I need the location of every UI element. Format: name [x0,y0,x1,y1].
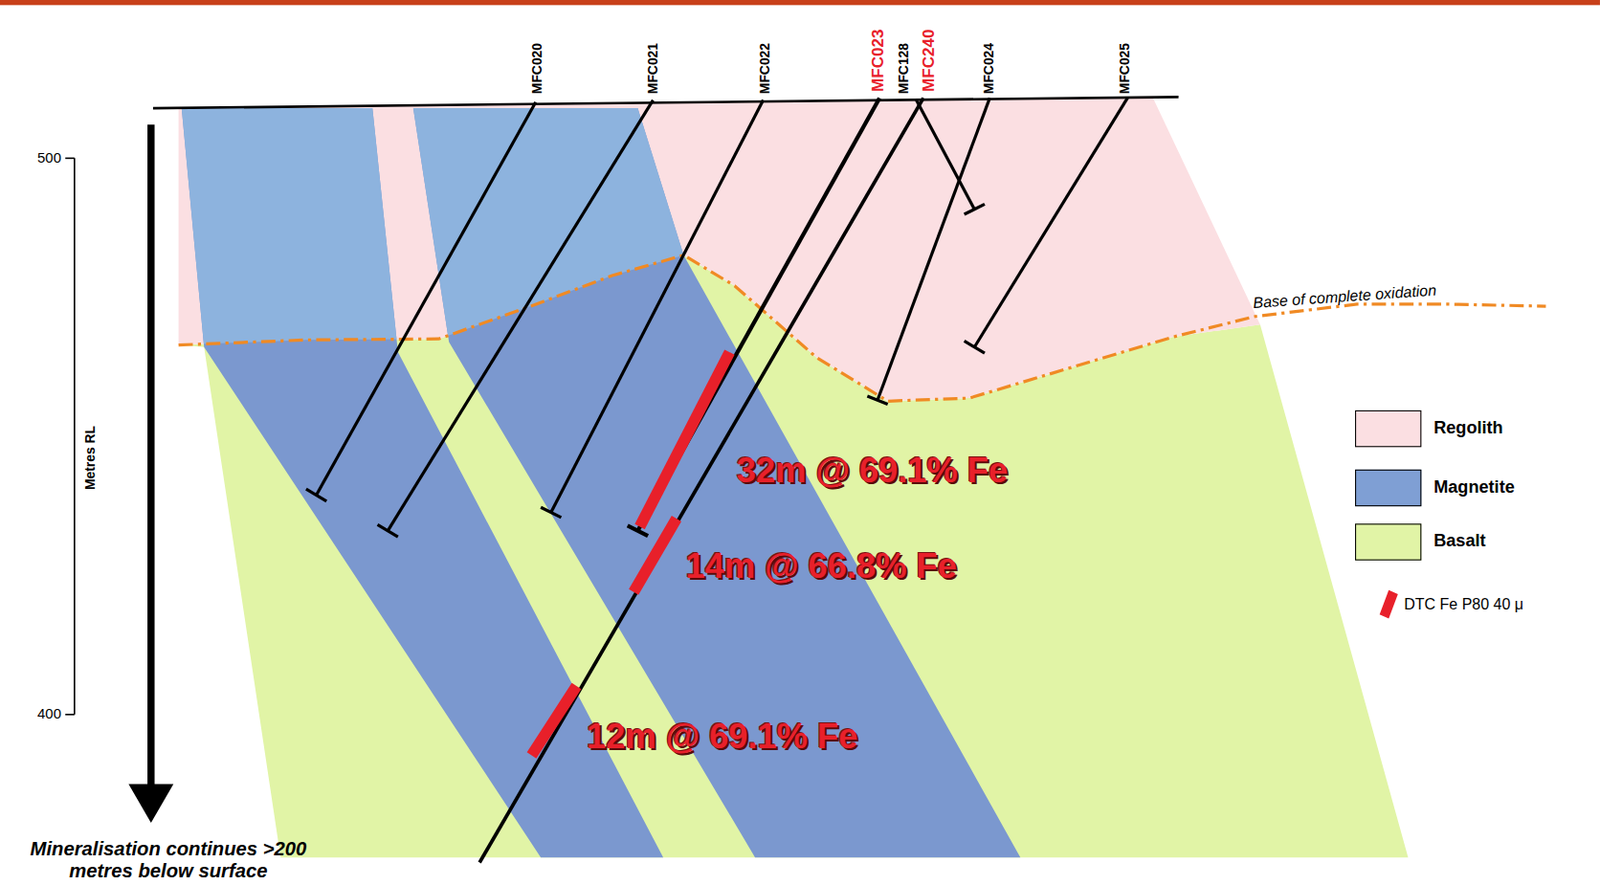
section-label: Metres RL [83,425,98,490]
section-label: 32m @ 69.1% Fe [736,451,1008,490]
legend-label: Magnetite [1433,478,1515,498]
legend-label: DTC Fe P80 40 μ [1403,596,1524,614]
section-label: 12m @ 69.1% Fe [586,717,858,756]
hole-label: MFC021 [645,43,661,94]
section-label: Mineralisation continues >200 metres bel… [25,839,312,883]
header-bar [0,0,1600,5]
hole-label: MFC020 [530,43,545,94]
section-label: 400 [37,707,62,723]
hole-label: MFC128 [896,43,912,94]
rl-axis [65,157,75,714]
section-label: 500 [37,150,62,166]
magnetite-oxidised [413,108,1021,858]
legend-swatch [1379,590,1399,620]
legend-label: Regolith [1433,419,1504,439]
legend-label: Basalt [1433,533,1486,553]
drill-holes [306,97,1128,863]
legend-swatch [1355,410,1422,447]
legend-swatch [1355,469,1422,507]
hole-label: MFC023 [868,29,888,92]
hole-label: MFC025 [1118,43,1134,94]
hole-label: MFC240 [919,29,938,92]
depth-arrow [147,124,155,788]
hole-label: MFC024 [982,43,998,94]
magnetite-band [413,108,1021,858]
depth-arrowhead [128,783,174,823]
oxidation-line [178,255,1547,402]
surface-line [153,96,1179,109]
legend-swatch [1355,523,1422,560]
hole-label: MFC022 [757,43,773,94]
section-label: 14m @ 66.8% Fe [686,547,957,586]
